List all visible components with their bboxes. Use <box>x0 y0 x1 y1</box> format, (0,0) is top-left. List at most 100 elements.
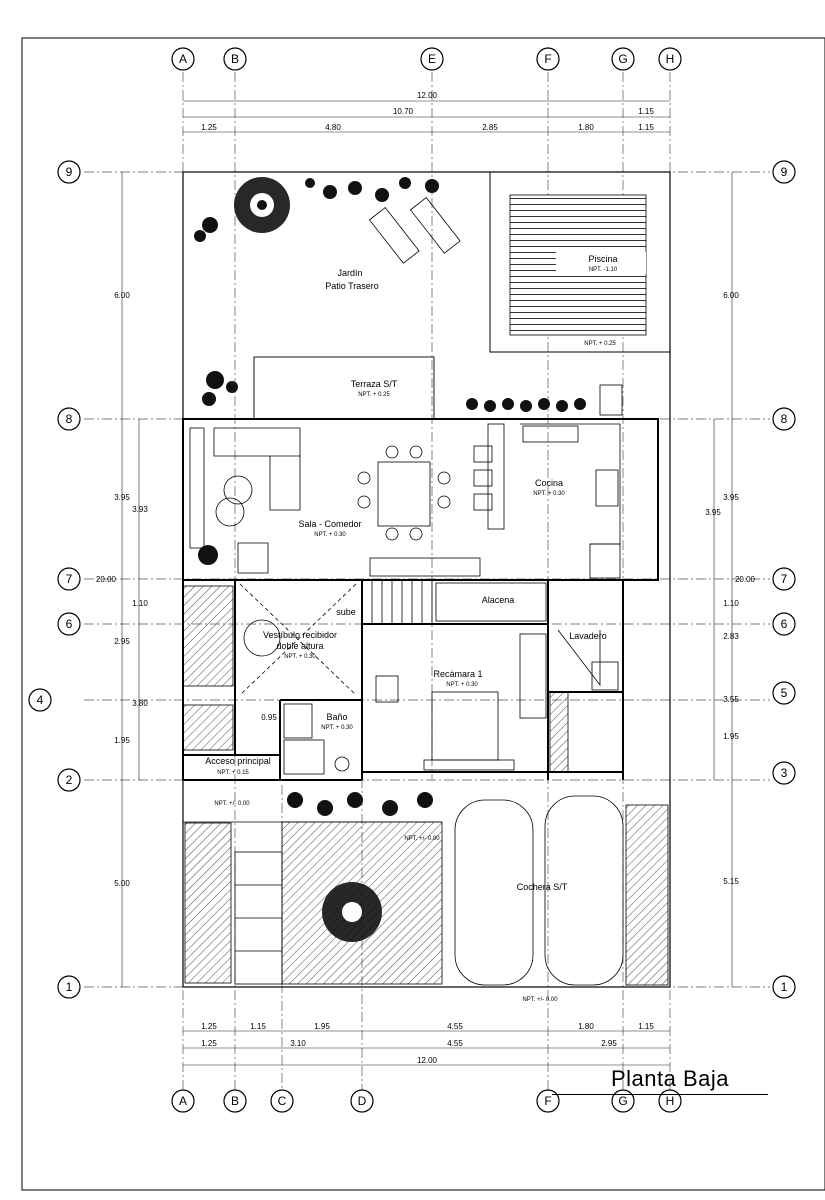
dim-label: 2.83 <box>723 632 739 641</box>
dim-label: 4.55 <box>447 1022 463 1031</box>
dim-label: 1.15 <box>638 1022 654 1031</box>
garden-sublabel: Patio Trasero <box>325 281 379 291</box>
axis-label: E <box>428 52 436 66</box>
planter-left <box>182 585 234 687</box>
garage-label: Cochera S/T <box>517 882 568 892</box>
left-dimensions: 6.00 3.95 20.00 2.95 1.95 5.00 3.93 1.10… <box>96 172 148 987</box>
pool-level: NPT. -1.10 <box>589 267 618 273</box>
axis-label: 6 <box>66 617 73 631</box>
shower-icon <box>283 739 325 775</box>
dim-label: 3.10 <box>290 1039 306 1048</box>
dim-label: 2.95 <box>114 637 130 646</box>
dim-label: 1.95 <box>723 732 739 741</box>
pantry: Alacena <box>435 582 547 622</box>
right-planter <box>625 804 669 986</box>
front-yard: NPT. +/- 0.00 NPT. +/- 0.00 <box>183 792 442 985</box>
title-underline <box>552 1094 768 1095</box>
laundry-label: Lavadero <box>569 631 607 641</box>
toilet-icon <box>283 703 313 739</box>
living-level: NPT. + 0.30 <box>314 532 346 538</box>
dim-label: 4.55 <box>447 1039 463 1048</box>
car-icon <box>454 799 534 986</box>
access-label: Acceso principal <box>205 756 271 766</box>
sun-lounger-icon <box>368 197 461 264</box>
vestibule-label-2: doble altura <box>276 641 323 651</box>
pool: Piscina NPT. -1.10 NPT. + 0.25 <box>489 171 671 353</box>
dim-label: 3.95 <box>114 493 130 502</box>
tv-cabinet-icon <box>189 427 205 549</box>
axis-label: 8 <box>781 412 788 426</box>
front-level-mid: NPT. +/- 0.00 <box>404 836 440 842</box>
front-planter <box>184 822 232 984</box>
vestibule-label-1: Vestíbulo recibidor <box>263 630 337 640</box>
dim-label: 3.93 <box>132 505 148 514</box>
dim-label: 1.95 <box>314 1022 330 1031</box>
dim-label: 1.15 <box>250 1022 266 1031</box>
fridge-icon <box>589 543 621 579</box>
sink-bath-icon <box>334 756 350 772</box>
stove-icon <box>595 469 619 507</box>
right-dimensions: 6.00 3.95 20.00 2.83 1.95 5.15 3.95 1.10… <box>705 172 756 987</box>
dim-label: 10.70 <box>393 107 414 116</box>
axis-label: 9 <box>66 165 73 179</box>
sink-icon <box>522 425 579 443</box>
dim-label: 5.00 <box>114 879 130 888</box>
axis-label: 7 <box>66 572 73 586</box>
stair-landing <box>369 557 481 577</box>
axis-label: 2 <box>66 773 73 787</box>
axis-label: 1 <box>781 980 788 994</box>
dim-label: 1.10 <box>132 599 148 608</box>
garage-level: NPT. +/- 0.00 <box>522 997 558 1003</box>
bottom-dimensions: 1.25 1.15 1.95 4.55 1.80 1.15 1.25 3.10 … <box>183 1022 670 1066</box>
dim-label: 3.95 <box>705 508 721 517</box>
garden: Jardín Patio Trasero <box>194 177 461 406</box>
pool-deck-level: NPT. + 0.25 <box>584 341 616 347</box>
dim-label: 3.55 <box>723 695 739 704</box>
front-shrubs-icon <box>287 792 433 942</box>
kitchen: Cocina NPT. + 0.30 <box>520 423 621 579</box>
axis-label: D <box>358 1094 367 1108</box>
dim-label: 20.00 <box>735 575 756 584</box>
left-axis-bubbles: 9 8 7 6 4 2 1 <box>28 160 81 999</box>
garden-label: Jardín <box>337 268 362 278</box>
terrace-level: NPT. + 0.25 <box>358 392 390 398</box>
axis-label: A <box>179 52 187 66</box>
front-level-left: NPT. +/- 0.00 <box>214 801 250 807</box>
right-axis-bubbles: 9 8 7 6 5 3 1 <box>772 160 796 999</box>
axis-label: 5 <box>781 686 788 700</box>
vestibule: Vestíbulo recibidor doble altura NPT. + … <box>239 583 357 696</box>
dim-label: 1.25 <box>201 123 217 132</box>
sheet-border <box>21 37 825 1191</box>
axis-label: A <box>179 1094 187 1108</box>
dim-label: 5.15 <box>723 877 739 886</box>
kitchen-level: NPT. + 0.30 <box>533 491 565 497</box>
pool-label: Piscina <box>588 254 617 264</box>
dim-label: 1.10 <box>723 599 739 608</box>
axis-label: F <box>544 1094 551 1108</box>
car-icon <box>544 795 624 986</box>
bed-icon <box>431 691 499 761</box>
desk-chair-icon <box>375 675 399 703</box>
dim-label: 6.00 <box>723 291 739 300</box>
grill-icon <box>599 384 623 416</box>
axis-label: 6 <box>781 617 788 631</box>
bathroom: Baño NPT. + 0.30 0.95 <box>261 703 353 775</box>
kitchen-island-icon <box>487 423 505 530</box>
stairs-up-label: sube <box>336 607 356 617</box>
planter-left-lower <box>182 704 234 751</box>
dim-label: 12.00 <box>417 91 438 100</box>
armchair-icon <box>237 542 269 574</box>
axis-label: G <box>618 52 627 66</box>
dim-label: 12.00 <box>417 1056 438 1065</box>
axis-label: B <box>231 52 239 66</box>
staircase: sube <box>336 579 433 625</box>
drawing-title: Planta Baja <box>611 1066 730 1091</box>
dim-label: 1.15 <box>638 123 654 132</box>
shrub-row-icon <box>194 177 439 406</box>
terrace-label: Terraza S/T <box>351 379 398 389</box>
axis-label: 1 <box>66 980 73 994</box>
palm-plant-icon <box>234 177 290 233</box>
axis-label: F <box>544 52 551 66</box>
bathroom-label: Baño <box>326 712 347 722</box>
